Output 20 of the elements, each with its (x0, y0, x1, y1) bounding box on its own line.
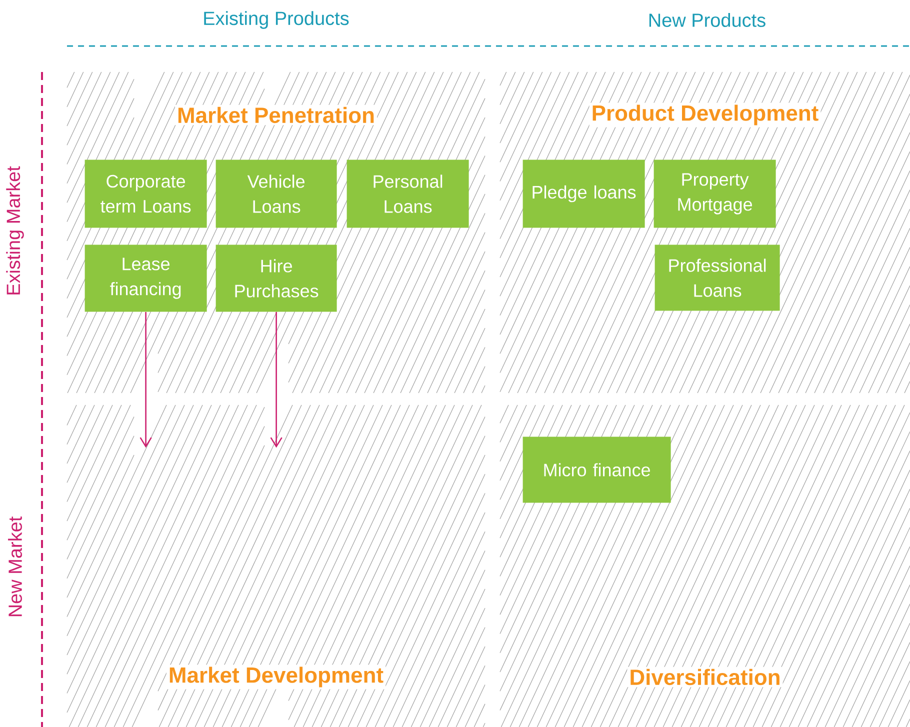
axis-heading: Existing Products (204, 11, 349, 29)
category-box: Vehicle Loans (216, 160, 337, 228)
category-box: Hire Purchases (216, 244, 337, 312)
arrow (140, 312, 152, 448)
category-box: Professional Loans (654, 244, 780, 311)
node-label: Diversification (630, 668, 780, 686)
category-box: Personal Loans (346, 160, 469, 228)
node-label: Market Penetration (178, 106, 374, 124)
node-label: Market Development (170, 666, 384, 688)
category-box: Corporate term Loans (84, 160, 207, 228)
axis-heading: New Market (8, 516, 22, 616)
arrow (270, 312, 282, 448)
category-box: Pledge loans (522, 160, 645, 228)
category-box: Micro finance (522, 436, 671, 503)
hatched-panel: Market Development (66, 404, 486, 727)
category-box: Lease financing (84, 244, 207, 312)
category-box: Property Mortgage (654, 160, 776, 228)
node-label: Product Development (592, 104, 818, 126)
axis-heading: Existing Market (6, 166, 24, 294)
axis-heading: New Products (649, 13, 766, 27)
